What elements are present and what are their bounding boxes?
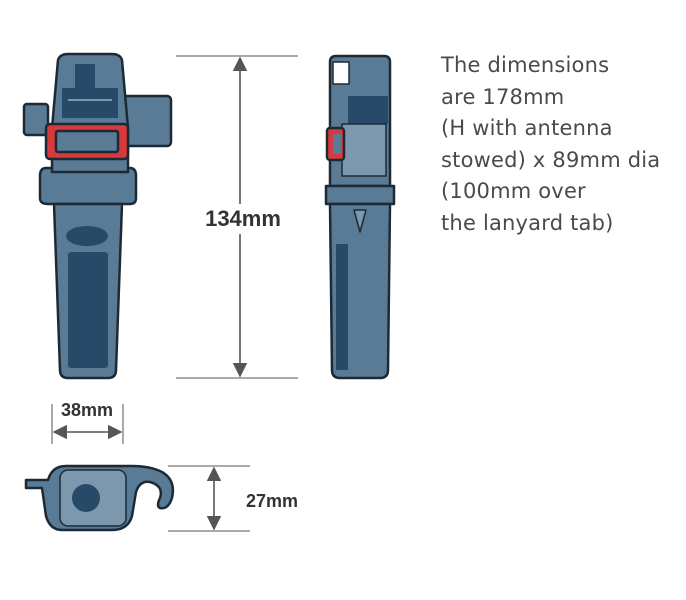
height-dimension: 134mm [176,55,298,379]
dimensions-description: The dimensions are 178mm (H with antenna… [441,50,681,239]
description-line: are 178mm [441,84,565,109]
depth-label: 27mm [246,491,298,511]
depth-dimension: 27mm [168,465,298,532]
description-line: (100mm over [441,179,586,203]
beacon-front-view [22,52,173,380]
description-line: stowed) x 89mm dia [441,147,661,172]
width-label: 38mm [61,400,113,420]
beacon-side-view [324,54,396,380]
height-label: 134mm [205,206,281,231]
description-line: the lanyard tab) [441,210,614,235]
description-line: The dimensions [441,53,610,77]
description-line: (H with antenna [441,116,613,140]
beacon-top-view [24,464,175,532]
width-dimension: 38mm [51,400,124,444]
